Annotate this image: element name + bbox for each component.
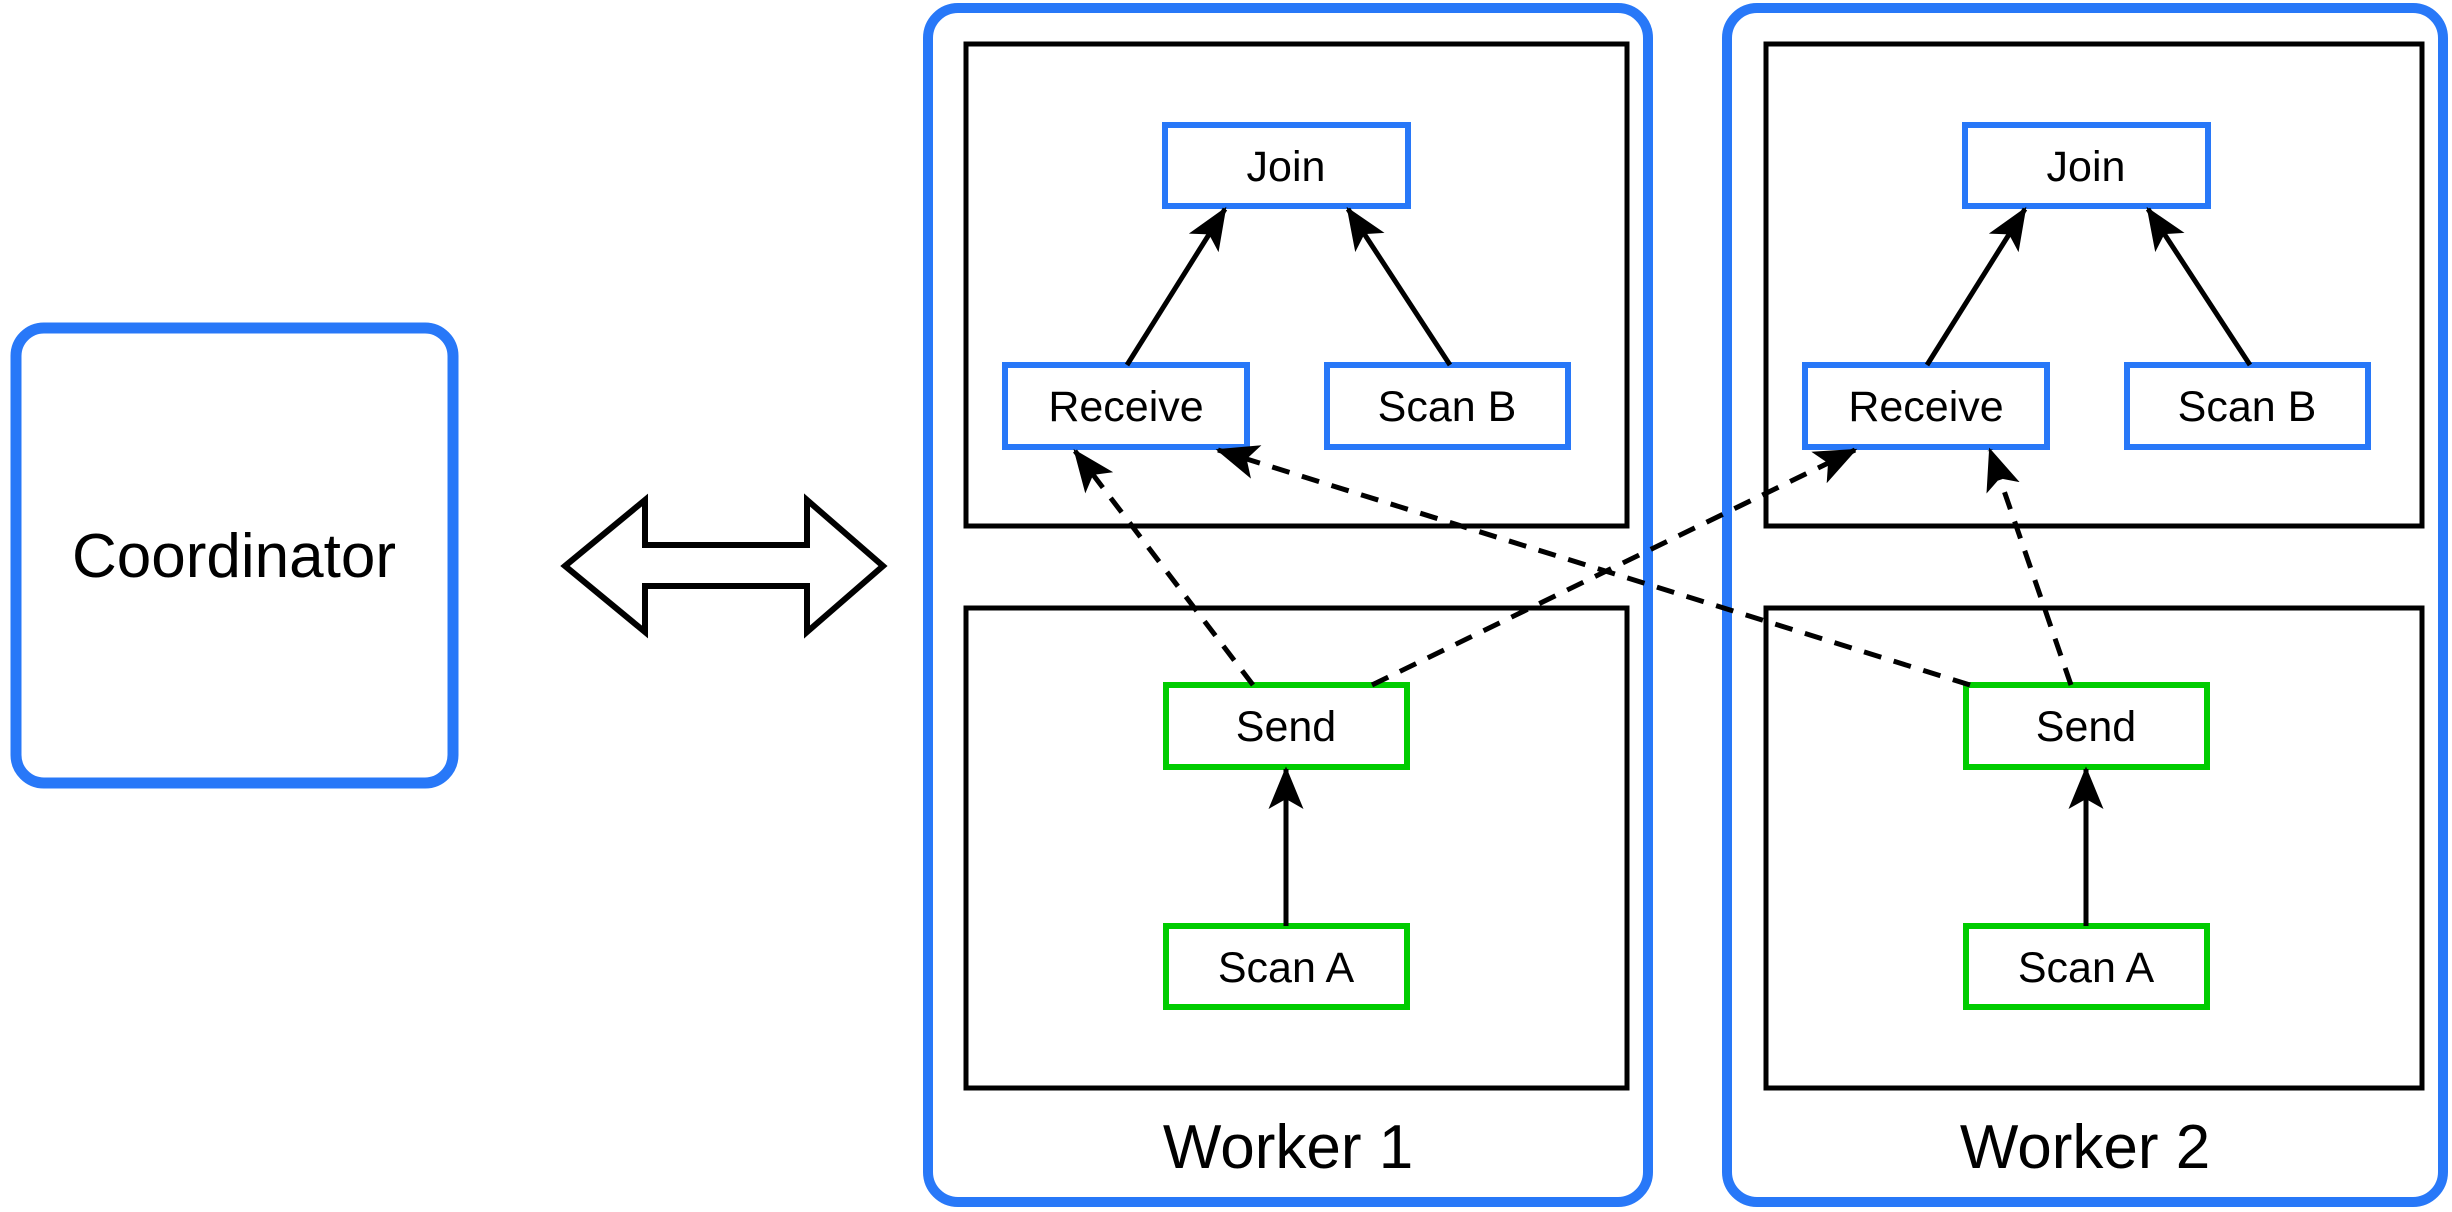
scan-b-label-worker-1: Scan B	[1378, 383, 1517, 431]
worker-2-upper-plan-frame	[1763, 41, 2425, 529]
bidirectional-arrow-icon	[560, 493, 888, 639]
dashed-edge-send-w2-to-receive-w1	[1215, 445, 1971, 688]
edge-scan-b-to-join-worker-1	[1345, 206, 1453, 367]
join-node-worker-1	[1162, 122, 1411, 209]
receive-label-worker-1: Receive	[1048, 383, 1203, 431]
edge-scan-b-to-join-worker-2	[2145, 206, 2253, 367]
scan-a-node-worker-2	[1963, 923, 2210, 1010]
worker-2-label: Worker 2	[1960, 1113, 2210, 1182]
scan-a-label-worker-2: Scan A	[2018, 944, 2155, 992]
send-label-worker-2: Send	[2036, 703, 2136, 751]
dashed-edge-send-w1-to-receive-w2	[1370, 447, 1858, 688]
receive-label-worker-2: Receive	[1848, 383, 2003, 431]
join-label-worker-2: Join	[2047, 143, 2126, 191]
scan-a-label-worker-1: Scan A	[1218, 944, 1355, 992]
send-node-worker-2	[1963, 682, 2210, 770]
dashed-edge-send-w2-to-receive-w2	[1986, 447, 2074, 686]
receive-node-worker-2	[1802, 362, 2050, 450]
send-label-worker-1: Send	[1236, 703, 1336, 751]
worker-1-label: Worker 1	[1163, 1113, 1413, 1182]
join-label-worker-1: Join	[1247, 143, 1326, 191]
worker-1-lower-plan-frame	[963, 605, 1630, 1091]
join-node-worker-2	[1962, 122, 2211, 209]
edge-receive-to-join-worker-1	[1124, 206, 1228, 367]
worker-2-lower-plan-frame	[1763, 605, 2425, 1091]
worker-1-upper-plan-frame	[963, 41, 1630, 529]
receive-node-worker-1	[1002, 362, 1250, 450]
coordinator-label: Coordinator	[72, 522, 396, 591]
scan-b-node-worker-2	[2124, 362, 2371, 450]
scan-b-label-worker-2: Scan B	[2178, 383, 2317, 431]
edge-receive-to-join-worker-2	[1924, 206, 2028, 367]
coordinator-box	[10, 322, 459, 789]
